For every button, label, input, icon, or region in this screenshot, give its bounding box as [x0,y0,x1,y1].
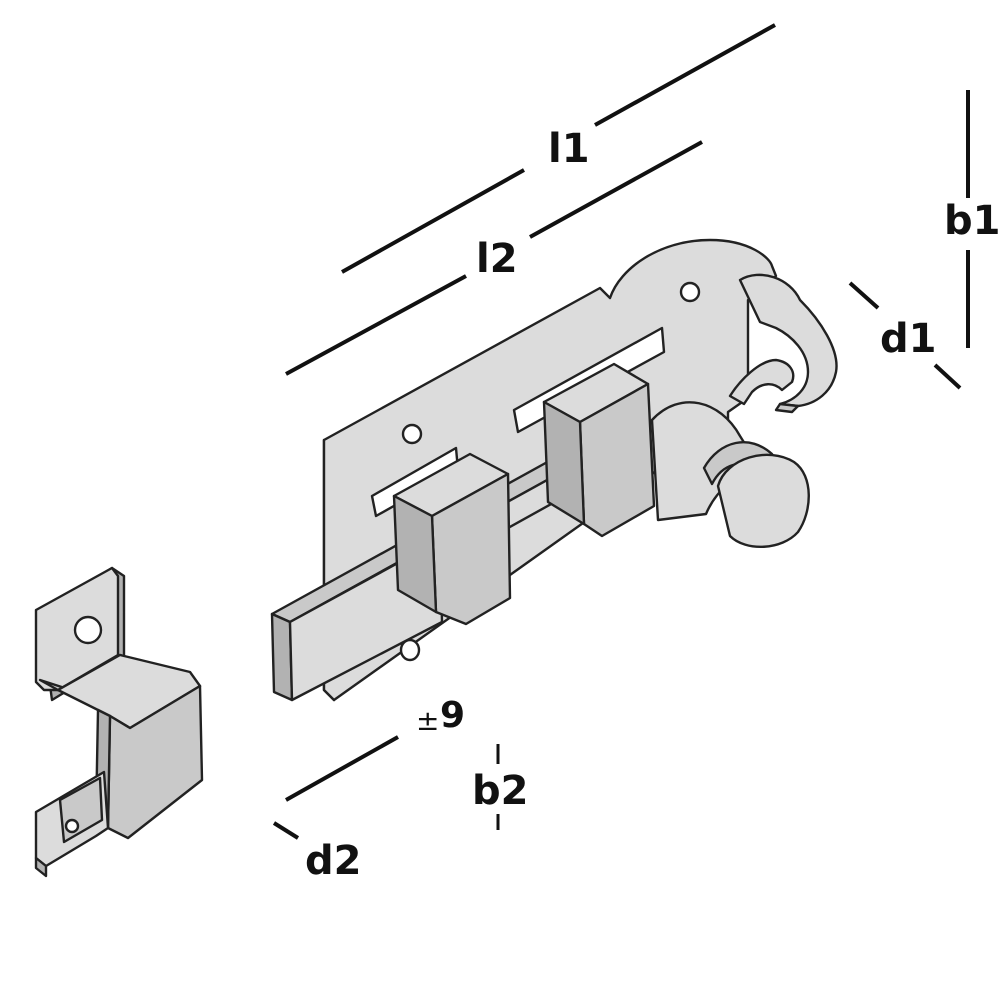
label-d2: d2 [305,838,361,884]
base-plate-lug [738,273,838,408]
dimension-line-l2-lower [285,274,467,376]
dimension-line-l2-upper [529,140,703,239]
label-b2: b2 [472,768,528,814]
base-plate-curl [728,358,795,406]
base-plate-lug-side [774,402,800,414]
label-tolerance-sign: ± [416,704,439,737]
mounting-hole-lower [399,638,421,662]
label-tolerance-value: 9 [440,695,465,736]
dimension-line-d1-upper [848,281,880,310]
dimension-line-b2-diagonal [285,735,399,802]
guide-block-left-side [392,494,438,614]
knob-head [716,453,810,548]
label-d1: d1 [880,316,936,362]
strike-plate-bottom-tab-edge [34,856,48,878]
knob-shaft [650,401,762,522]
dimension-labels: l1 l2 b1 d1 ± 9 b2 d2 [305,126,1000,884]
strike-plate-hole-bottom [64,818,80,834]
dimension-lines [272,23,970,840]
label-b1: b1 [944,198,1000,244]
dimension-line-d2 [272,821,300,840]
bolt-assembly [270,238,838,702]
strike-plate [34,566,204,878]
mounting-hole-left [401,423,423,445]
mounting-hole-upper-right [679,281,701,303]
dimension-line-l1-upper [594,23,776,127]
guide-block-right-side [542,400,586,526]
dimension-line-l1-lower [341,168,525,274]
strike-plate-hole-top [73,615,103,645]
dimension-line-d1-lower [933,363,962,390]
label-l2: l2 [476,236,518,282]
label-l1: l1 [548,126,590,172]
